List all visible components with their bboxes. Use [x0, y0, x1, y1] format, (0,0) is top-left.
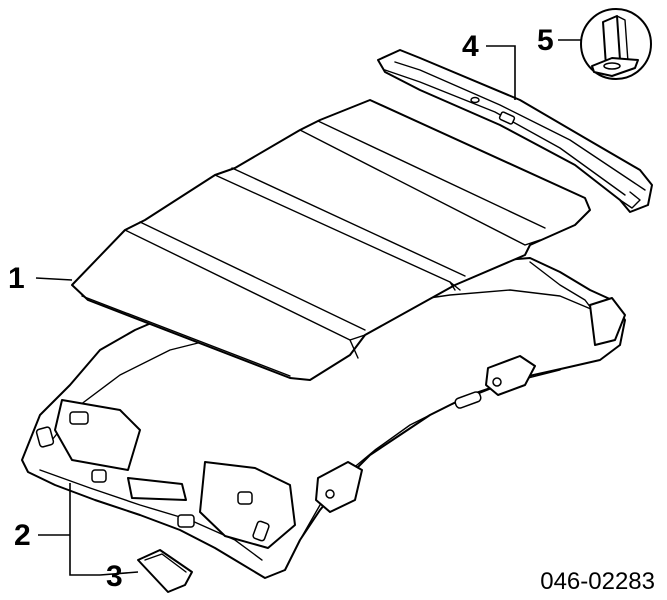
leader-4: [486, 45, 516, 100]
headliner-shell: [21, 257, 626, 579]
leader-1: [35, 277, 73, 281]
callout-2: 2: [14, 519, 31, 552]
catalog-number: 046-02283: [540, 568, 655, 595]
leader-3: [99, 571, 139, 576]
clip-detail-circle: [580, 8, 652, 80]
leader-2-3: [38, 483, 100, 576]
callout-3: 3: [106, 560, 123, 593]
roof-panel: [71, 99, 591, 381]
roof-rail: [377, 49, 653, 213]
callout-5: 5: [537, 24, 554, 57]
callout-1: 1: [8, 262, 25, 295]
visor-clip: [137, 549, 193, 593]
leader-lines: [35, 39, 581, 576]
callout-4: 4: [462, 30, 479, 63]
